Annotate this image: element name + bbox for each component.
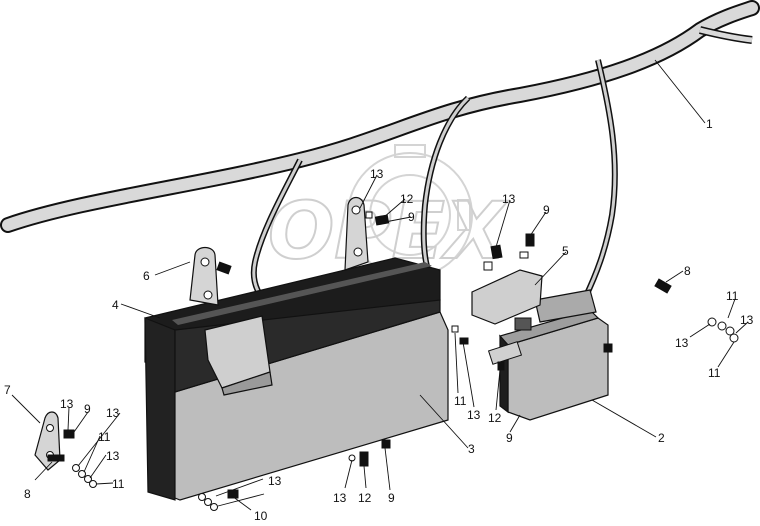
fasteners — [47, 211, 739, 511]
label-13-bottom-b: 13 — [333, 491, 347, 505]
label-11-left-b: 11 — [112, 477, 125, 491]
label-8-right: 8 — [684, 264, 691, 278]
control-unit-housing — [144, 257, 449, 501]
label-3: 3 — [468, 442, 475, 456]
label-12-top: 12 — [400, 192, 414, 206]
leader-lines — [11, 59, 749, 511]
label-4: 4 — [112, 298, 119, 312]
label-9-bottom: 9 — [388, 491, 395, 505]
part-labels: 1 2 3 4 5 6 7 8 8 9 9 9 9 9 10 11 11 11 … — [4, 117, 754, 523]
label-6: 6 — [143, 269, 150, 283]
label-8-left: 8 — [24, 487, 31, 501]
label-13-left-a: 13 — [60, 397, 74, 411]
label-13-right-a: 13 — [675, 336, 689, 350]
label-9-top-a: 9 — [408, 210, 415, 224]
label-12-mid: 12 — [488, 411, 502, 425]
label-11-right-a: 11 — [726, 289, 739, 303]
label-11-mid: 11 — [454, 394, 467, 408]
label-9-top-b: 9 — [543, 203, 550, 217]
label-1: 1 — [706, 117, 713, 131]
label-13-left-b: 13 — [106, 406, 120, 420]
label-5: 5 — [562, 244, 569, 258]
bracket-middle — [344, 196, 369, 271]
label-13-mid: 13 — [467, 408, 481, 422]
label-9-mid: 9 — [506, 431, 513, 445]
label-11-right-b: 11 — [708, 366, 721, 380]
cable-harness — [0, 0, 760, 233]
relay-module — [498, 289, 609, 421]
label-13-right-b: 13 — [740, 313, 754, 327]
label-10: 10 — [254, 509, 268, 523]
label-13-left-c: 13 — [106, 449, 120, 463]
label-12-bottom: 12 — [358, 491, 372, 505]
label-9-left: 9 — [84, 402, 91, 416]
label-13-top-a: 13 — [370, 167, 384, 181]
bracket-left — [189, 246, 219, 306]
label-2: 2 — [658, 431, 665, 445]
label-11-left-a: 11 — [98, 430, 111, 444]
label-7: 7 — [4, 383, 11, 397]
mounting-plate — [471, 269, 543, 365]
label-13-bottom-a: 13 — [268, 474, 282, 488]
label-13-top-b: 13 — [502, 192, 516, 206]
